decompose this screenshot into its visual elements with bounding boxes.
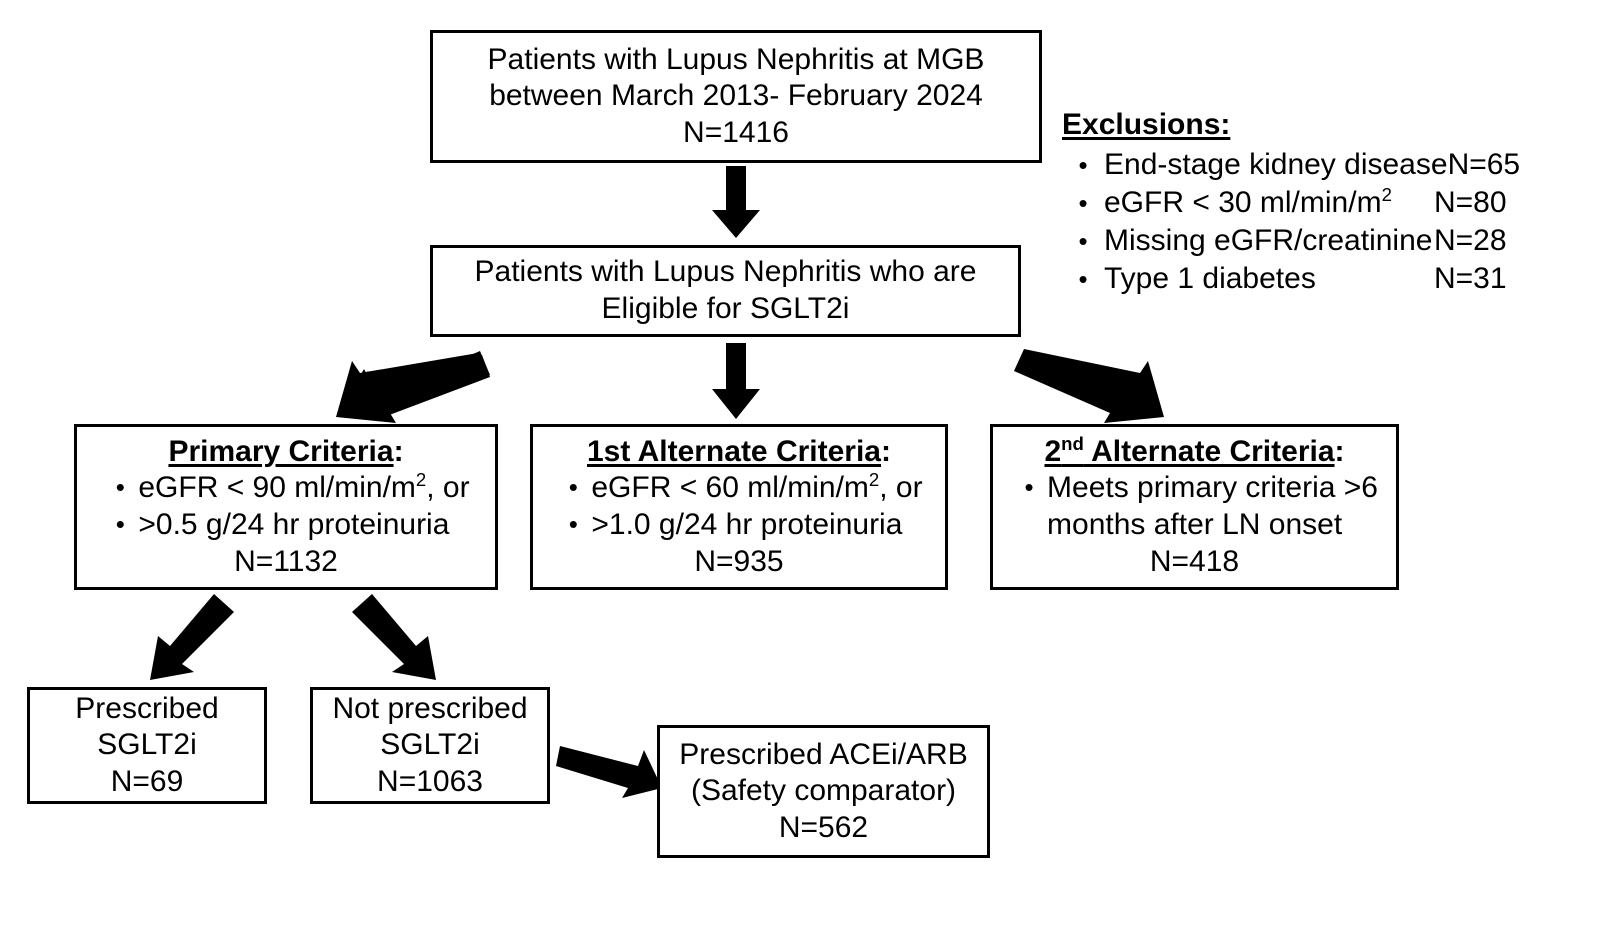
- bullet-dot-icon: •: [115, 509, 125, 539]
- arrow-primary-to-prescribed: [148, 592, 238, 682]
- box-not-prescribed-sglt2i: Not prescribed SGLT2i N=1063: [310, 687, 550, 804]
- not-prescribed-count: N=1063: [377, 764, 483, 798]
- primary-criteria-title-text: Primary Criteria: [168, 434, 394, 468]
- box-alt1-criteria: 1st Alternate Criteria: • eGFR < 60 ml/m…: [530, 424, 948, 590]
- alt1-criteria-title: 1st Alternate Criteria:: [587, 434, 891, 471]
- arrow-eligible-to-alt1: [706, 343, 766, 419]
- bullet-dot-icon: •: [1078, 264, 1088, 295]
- exclusion-label: Missing eGFR/creatinine: [1104, 224, 1433, 258]
- alt2-title-sup: nd: [1061, 432, 1084, 454]
- alt2-criteria-bullet-1-text-line2: months after LN onset: [1047, 508, 1343, 541]
- acei-arb-line1: Prescribed ACEi/ARB: [679, 737, 968, 771]
- exclusion-label: eGFR < 30 ml/min/m2: [1104, 184, 1434, 222]
- exclusion-label-sup: 2: [1381, 184, 1392, 206]
- alt1-criteria-bullet-2-text: >1.0 g/24 hr proteinuria: [591, 508, 903, 541]
- exclusion-item: • End-stage kidney disease N=65: [1062, 146, 1596, 184]
- alt1-criteria-bullet-2: • >1.0 g/24 hr proteinuria: [555, 507, 922, 544]
- alt1-criteria-title-suffix: :: [881, 434, 891, 468]
- bullet-dot-icon: •: [1078, 150, 1088, 181]
- arrow-eligible-to-primary: [330, 345, 490, 423]
- bullet-dot-icon: •: [568, 509, 578, 539]
- exclusion-label-pre: eGFR < 30 ml/min/m: [1104, 186, 1382, 220]
- exclusions-panel: Exclusions: • End-stage kidney disease N…: [1062, 106, 1596, 298]
- bullet-dot-icon: •: [115, 472, 125, 503]
- box-primary-criteria: Primary Criteria: • eGFR < 90 ml/min/m2,…: [74, 424, 498, 590]
- alt2-criteria-bullet-1: • Meets primary criteria >6: [1011, 470, 1378, 507]
- primary-criteria-title-suffix: :: [393, 434, 404, 468]
- alt2-criteria-title: 2nd Alternate Criteria:: [1044, 434, 1344, 471]
- primary-criteria-title: Primary Criteria:: [168, 434, 403, 471]
- primary-bullet1-sup: 2: [415, 469, 427, 491]
- exclusion-count: N=31: [1434, 262, 1507, 296]
- primary-criteria-bullet-1: • eGFR < 90 ml/min/m2, or: [102, 470, 470, 507]
- alt2-criteria-bullet-1-cont: months after LN onset: [1011, 507, 1378, 544]
- box-eligible: Patients with Lupus Nephritis who are El…: [430, 245, 1021, 337]
- alt1-criteria-bullet-1-text: eGFR < 60 ml/min/m2, or: [591, 470, 922, 507]
- bullet-dot-icon: •: [568, 472, 578, 503]
- bullet-dot-icon: •: [1078, 188, 1088, 219]
- arrow-cohort-to-eligible: [706, 166, 766, 238]
- alt2-criteria-bullet-1-text: Meets primary criteria >6: [1047, 471, 1378, 505]
- primary-criteria-bullet-1-text: eGFR < 90 ml/min/m2, or: [138, 470, 469, 507]
- alt1-criteria-title-text: 1st Alternate Criteria: [587, 434, 881, 468]
- primary-bullet1-tail: , or: [426, 471, 470, 505]
- primary-criteria-bullet-2: • >0.5 g/24 hr proteinuria: [102, 507, 469, 544]
- prescribed-line1: Prescribed: [75, 691, 219, 725]
- alt2-criteria-count: N=418: [1149, 544, 1240, 578]
- exclusion-label: End-stage kidney disease: [1104, 148, 1448, 182]
- alt2-criteria-title-suffix: :: [1334, 434, 1345, 468]
- primary-criteria-count: N=1132: [234, 544, 338, 578]
- alt2-title-num: 2: [1044, 434, 1062, 468]
- not-prescribed-line2: SGLT2i: [380, 728, 480, 762]
- alt2-criteria-title-text: 2nd Alternate Criteria: [1044, 432, 1335, 468]
- box-cohort-count: N=1416: [683, 115, 789, 149]
- prescribed-count: N=69: [110, 764, 184, 798]
- alt1-criteria-bullet-1: • eGFR < 60 ml/min/m2, or: [555, 470, 923, 507]
- arrow-not-prescribed-to-acei-arb: [556, 740, 666, 802]
- box-acei-arb: Prescribed ACEi/ARB (Safety comparator) …: [657, 725, 990, 858]
- exclusion-item: • Missing eGFR/creatinine N=28: [1062, 222, 1596, 260]
- bullet-dot-icon: •: [1078, 226, 1088, 257]
- box-cohort-line2: between March 2013- February 2024: [489, 79, 983, 113]
- exclusion-count: N=28: [1434, 224, 1507, 258]
- alt1-criteria-bullets: • eGFR < 60 ml/min/m2, or • >1.0 g/24 hr…: [555, 470, 923, 544]
- arrow-eligible-to-alt2: [1014, 343, 1174, 423]
- arrow-primary-to-not-prescribed: [348, 592, 438, 682]
- alt1-bullet1-sup: 2: [868, 469, 880, 491]
- exclusion-count: N=80: [1434, 186, 1507, 220]
- exclusion-count: N=65: [1447, 148, 1521, 182]
- acei-arb-count: N=562: [778, 810, 869, 844]
- exclusion-label: Type 1 diabetes: [1104, 262, 1316, 296]
- not-prescribed-line1: Not prescribed: [332, 691, 528, 725]
- alt1-bullet1-main: eGFR < 60 ml/min/m: [591, 471, 869, 505]
- alt1-criteria-count: N=935: [694, 544, 784, 578]
- prescribed-line2: SGLT2i: [97, 728, 197, 762]
- alt2-title-rest: Alternate Criteria: [1083, 434, 1335, 468]
- exclusions-title: Exclusions:: [1062, 108, 1231, 141]
- primary-criteria-bullets: • eGFR < 90 ml/min/m2, or • >0.5 g/24 hr…: [102, 470, 470, 544]
- alt1-bullet1-tail: , or: [879, 471, 923, 505]
- acei-arb-line2: (Safety comparator): [690, 774, 957, 808]
- bullet-dot-icon: •: [1024, 472, 1034, 503]
- primary-bullet1-main: eGFR < 90 ml/min/m: [138, 471, 416, 505]
- box-eligible-line2: Eligible for SGLT2i: [601, 292, 850, 325]
- exclusion-item: • eGFR < 30 ml/min/m2 N=80: [1062, 184, 1596, 222]
- exclusions-title-row: Exclusions:: [1062, 106, 1596, 146]
- box-cohort-line1: Patients with Lupus Nephritis at MGB: [487, 42, 985, 76]
- alt2-criteria-bullets: • Meets primary criteria >6 months after…: [1011, 470, 1378, 543]
- box-alt2-criteria: 2nd Alternate Criteria: • Meets primary …: [990, 424, 1399, 590]
- primary-criteria-bullet-2-text: >0.5 g/24 hr proteinuria: [138, 508, 450, 541]
- box-cohort: Patients with Lupus Nephritis at MGB bet…: [430, 30, 1042, 163]
- box-prescribed-sglt2i: Prescribed SGLT2i N=69: [27, 687, 267, 804]
- exclusion-item: • Type 1 diabetes N=31: [1062, 260, 1596, 298]
- box-eligible-line1: Patients with Lupus Nephritis who are: [474, 255, 977, 289]
